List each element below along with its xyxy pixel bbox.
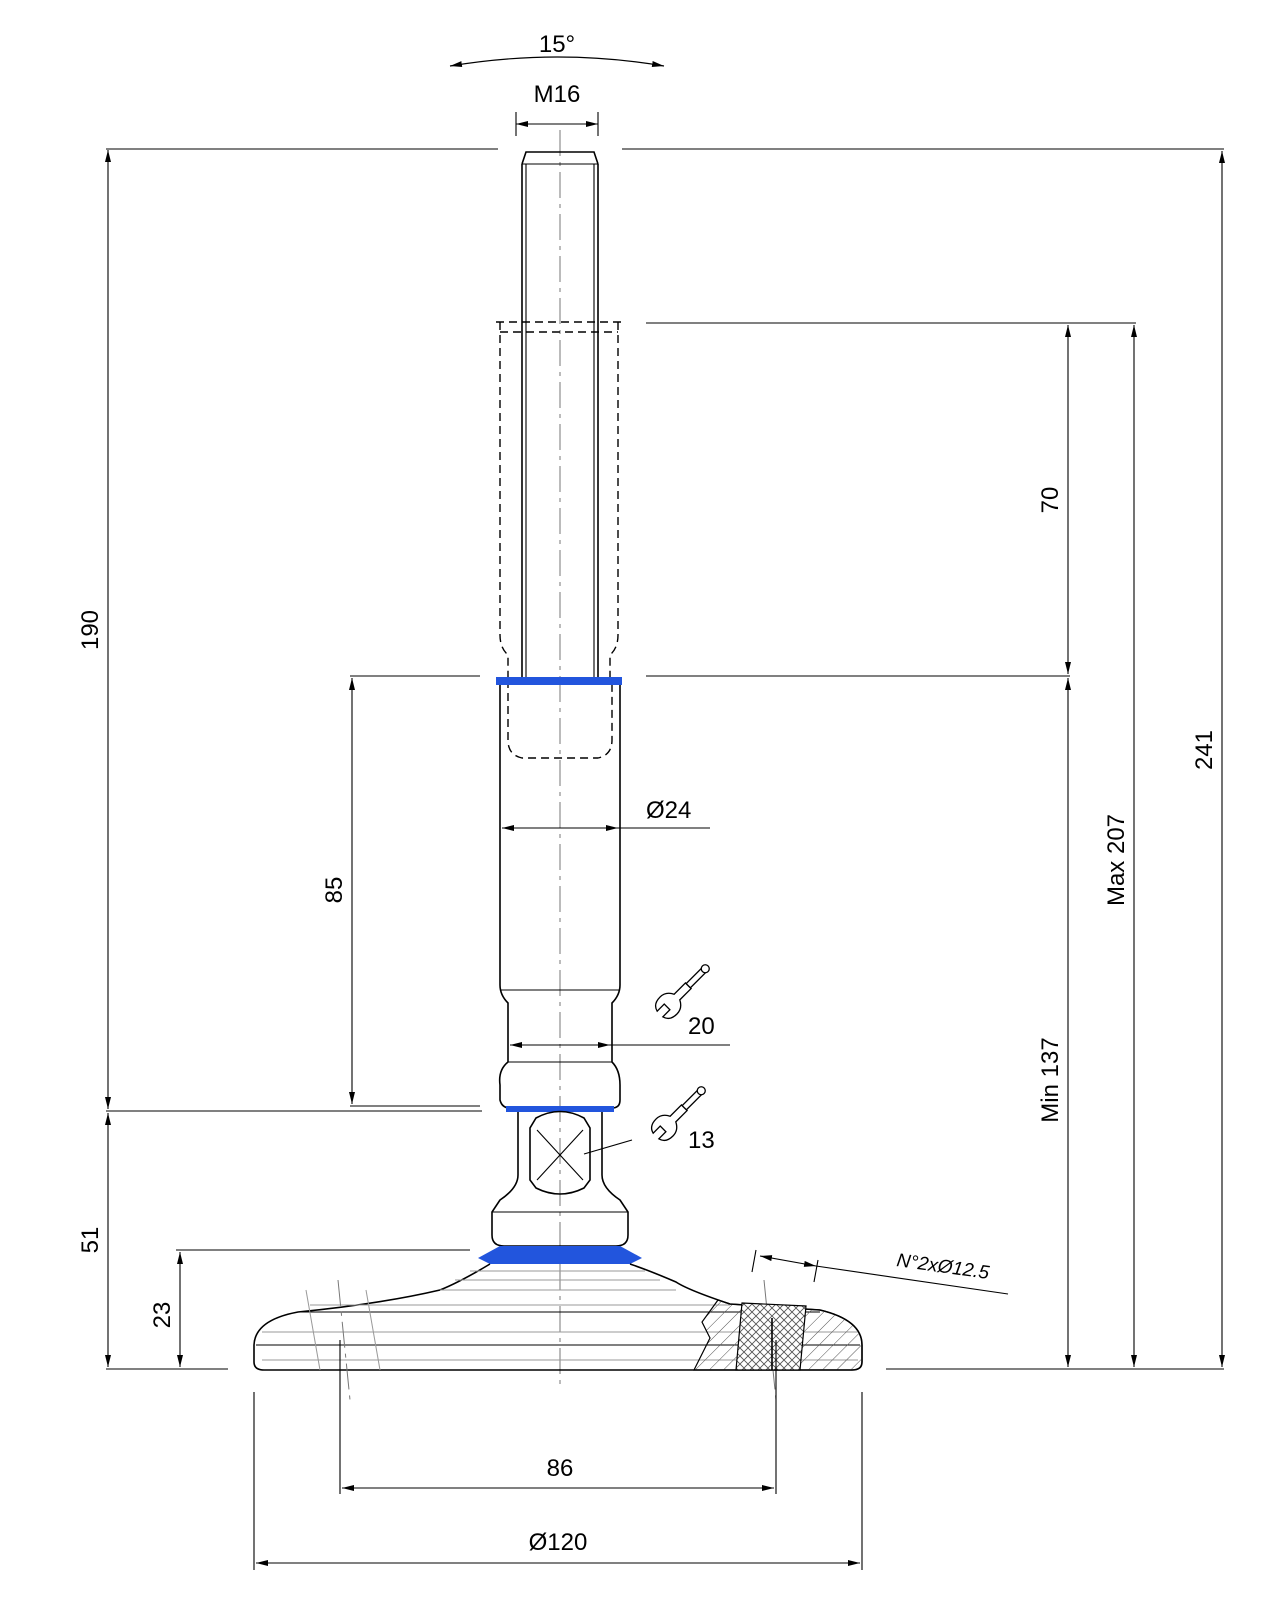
upper-seal xyxy=(496,677,622,685)
min-height-label: Min 137 xyxy=(1037,1037,1064,1122)
base-seal xyxy=(478,1246,642,1264)
hole-spacing-label: 86 xyxy=(547,1455,574,1482)
wrench-size-body: 20 xyxy=(688,1013,715,1040)
angle-arc xyxy=(449,56,665,67)
joint-height-label: 51 xyxy=(77,1227,104,1254)
hidden-max-position xyxy=(496,321,622,759)
base-diameter-label: Ø120 xyxy=(529,1529,588,1556)
overall-height-label: 241 xyxy=(1191,730,1218,770)
body-diameter-label: Ø24 xyxy=(646,797,691,824)
adjust-length-label: 70 xyxy=(1037,487,1064,514)
base-height-label: 23 xyxy=(149,1302,176,1329)
holes-note: N°2xØ12.5 xyxy=(895,1250,991,1284)
wrench-icon xyxy=(650,1086,706,1142)
ball-joint xyxy=(478,1110,642,1264)
threaded-stud xyxy=(521,151,599,680)
wrench-icon xyxy=(654,964,710,1020)
thread-label: M16 xyxy=(534,81,581,108)
max-height-label: Max 207 xyxy=(1103,814,1130,906)
angle-label: 15° xyxy=(539,31,575,58)
body-length-label: 85 xyxy=(321,877,348,904)
base-plate xyxy=(253,1263,863,1401)
stem-height-label: 190 xyxy=(77,610,104,650)
lower-seal xyxy=(506,1106,614,1112)
wrench-size-ball: 13 xyxy=(688,1127,715,1154)
sleeve-body xyxy=(496,677,622,1112)
